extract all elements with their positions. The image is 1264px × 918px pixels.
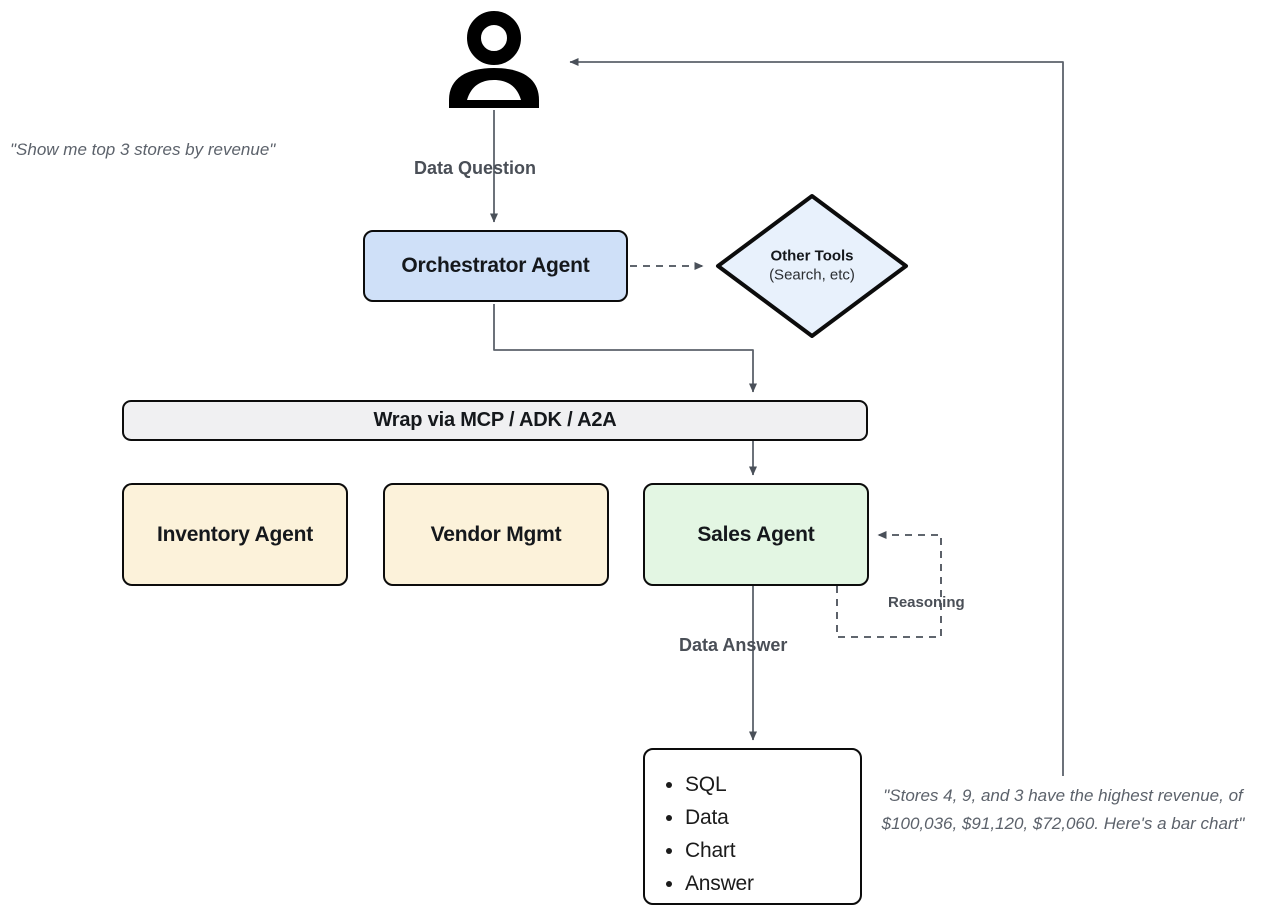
node-orchestrator-agent-label: Orchestrator Agent xyxy=(401,254,590,277)
answer-quote-annotation: "Stores 4, 9, and 3 have the highest rev… xyxy=(881,786,1245,833)
node-other-tools[interactable]: Other Tools (Search, etc) xyxy=(712,190,912,342)
node-sales-agent[interactable]: Sales Agent xyxy=(643,483,869,586)
edge-label-reasoning: Reasoning xyxy=(888,594,965,611)
node-output-artifacts[interactable]: SQL Data Chart Answer xyxy=(643,748,862,905)
node-other-tools-title: Other Tools xyxy=(770,247,854,265)
list-item: Data xyxy=(685,801,860,834)
node-vendor-mgmt-label: Vendor Mgmt xyxy=(430,522,562,546)
node-inventory-agent[interactable]: Inventory Agent xyxy=(122,483,348,586)
user-person-icon xyxy=(443,10,545,110)
list-item: Chart xyxy=(685,834,860,867)
list-item: SQL xyxy=(685,768,860,801)
list-item: Answer xyxy=(685,867,860,900)
user-question-annotation: "Show me top 3 stores by revenue" xyxy=(10,140,276,159)
diamond-shape-icon xyxy=(716,194,908,338)
node-wrap-via-mcp-adk-a2a[interactable]: Wrap via MCP / ADK / A2A xyxy=(122,400,868,441)
node-vendor-mgmt[interactable]: Vendor Mgmt xyxy=(383,483,609,586)
node-sales-agent-label: Sales Agent xyxy=(697,522,815,546)
edge-label-data-answer: Data Answer xyxy=(679,635,788,655)
node-wrap-bar-label: Wrap via MCP / ADK / A2A xyxy=(373,409,617,431)
node-inventory-agent-label: Inventory Agent xyxy=(156,522,314,546)
node-other-tools-text: Other Tools (Search, etc) xyxy=(712,247,912,285)
node-other-tools-subtitle: (Search, etc) xyxy=(769,266,855,283)
edge-label-data-question: Data Question xyxy=(414,158,537,178)
output-artifact-list: SQL Data Chart Answer xyxy=(667,768,860,900)
node-orchestrator-agent[interactable]: Orchestrator Agent xyxy=(363,230,628,302)
